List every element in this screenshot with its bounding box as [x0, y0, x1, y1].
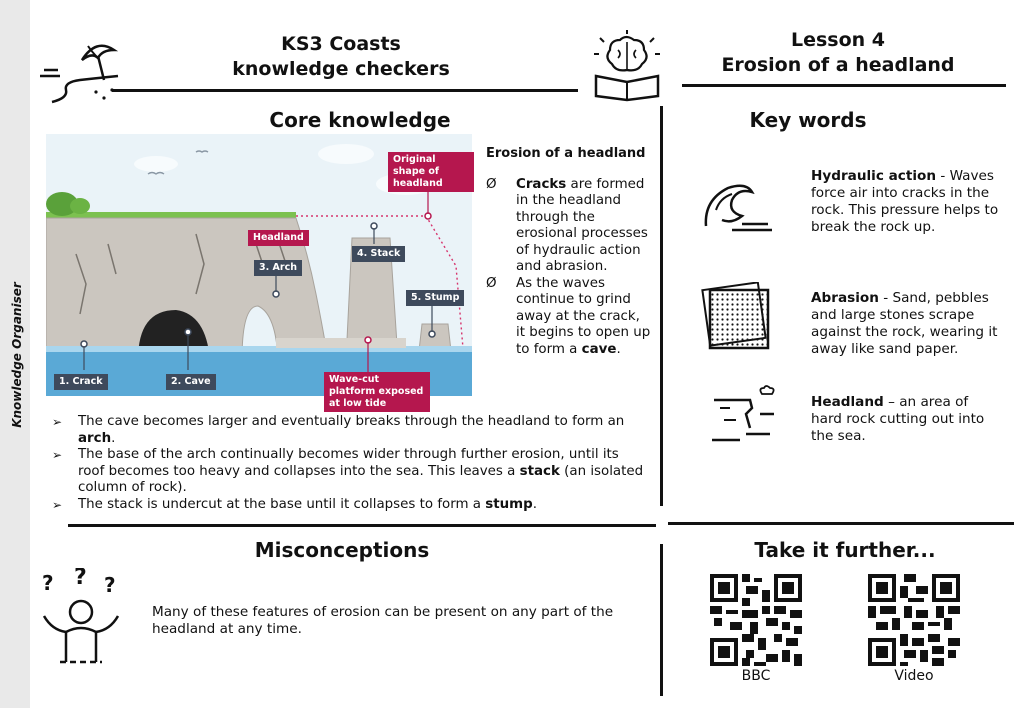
svg-text:?: ?: [74, 568, 87, 590]
bullet-stack: ➢ The base of the arch continually becom…: [52, 447, 644, 495]
divider: [682, 84, 1006, 87]
keyword-hydraulic-action: Hydraulic action - Waves force air into …: [811, 168, 999, 235]
brain-book-icon: [594, 30, 660, 102]
confused-person-icon: ? ? ?: [42, 568, 120, 664]
wave-icon: [704, 184, 772, 232]
process-bullets: ➢ The cave becomes larger and eventually…: [48, 414, 648, 513]
keyword-abrasion: Abrasion - Sand, pebbles and large stone…: [811, 290, 998, 357]
page-title-left: KS3 Coasts knowledge checkers: [232, 33, 450, 80]
beach-umbrella-icon: [40, 44, 119, 104]
divider: [668, 522, 1014, 525]
column-divider: [660, 544, 663, 696]
keyword-headland: Headland – an area of hard rock cutting …: [811, 394, 985, 444]
take-it-further-heading: Take it further...: [754, 538, 936, 562]
core-knowledge-heading: Core knowledge: [269, 108, 451, 132]
bullet-arch: ➢ The cave becomes larger and eventually…: [52, 414, 625, 446]
sandpaper-icon: [701, 282, 770, 350]
label-original-shape: Original shape of headland: [388, 152, 474, 192]
note-marker: Ø: [486, 176, 497, 192]
svg-text:?: ?: [42, 571, 54, 595]
notes-title: Erosion of a headland: [486, 146, 646, 161]
divider: [112, 89, 578, 92]
label-stack: 4. Stack: [352, 246, 406, 262]
note-cracks: Ø Cracks are formed in the headland thro…: [486, 176, 648, 275]
note-cave: Ø As the waves continue to grind away at…: [486, 275, 651, 357]
misconceptions-heading: Misconceptions: [254, 538, 430, 562]
misconceptions-text: Many of these features of erosion can be…: [152, 604, 614, 637]
svg-text:?: ?: [104, 573, 116, 597]
label-cave: 2. Cave: [166, 374, 216, 390]
key-words-heading: Key words: [749, 108, 867, 132]
qr-label-bbc: BBC: [741, 668, 771, 684]
erosion-notes: Erosion of a headland Ø Cracks are forme…: [486, 146, 652, 358]
label-crack: 1. Crack: [54, 374, 108, 390]
divider: [68, 524, 656, 527]
lesson-title: Lesson 4 Erosion of a headland: [721, 29, 955, 76]
bullet-stump: ➢ The stack is undercut at the base unti…: [52, 496, 537, 512]
qr-code-video[interactable]: [868, 574, 960, 666]
headland-diagram: Original shape of headland Headland 3. A…: [45, 134, 474, 412]
qr-label-video: Video: [894, 668, 934, 684]
note-marker: Ø: [486, 275, 497, 291]
sidebar-label: Knowledge Organiser: [10, 282, 24, 428]
column-divider: [660, 106, 663, 506]
qr-code-bbc[interactable]: [710, 574, 802, 666]
label-stump: 5. Stump: [406, 290, 465, 306]
label-wave-cut-platform: Wave-cut platform exposed at low tide: [324, 372, 430, 412]
sidebar-strip: [0, 0, 30, 708]
headland-icon: [712, 385, 775, 442]
label-headland: Headland: [248, 230, 309, 246]
label-arch: 3. Arch: [254, 260, 302, 276]
